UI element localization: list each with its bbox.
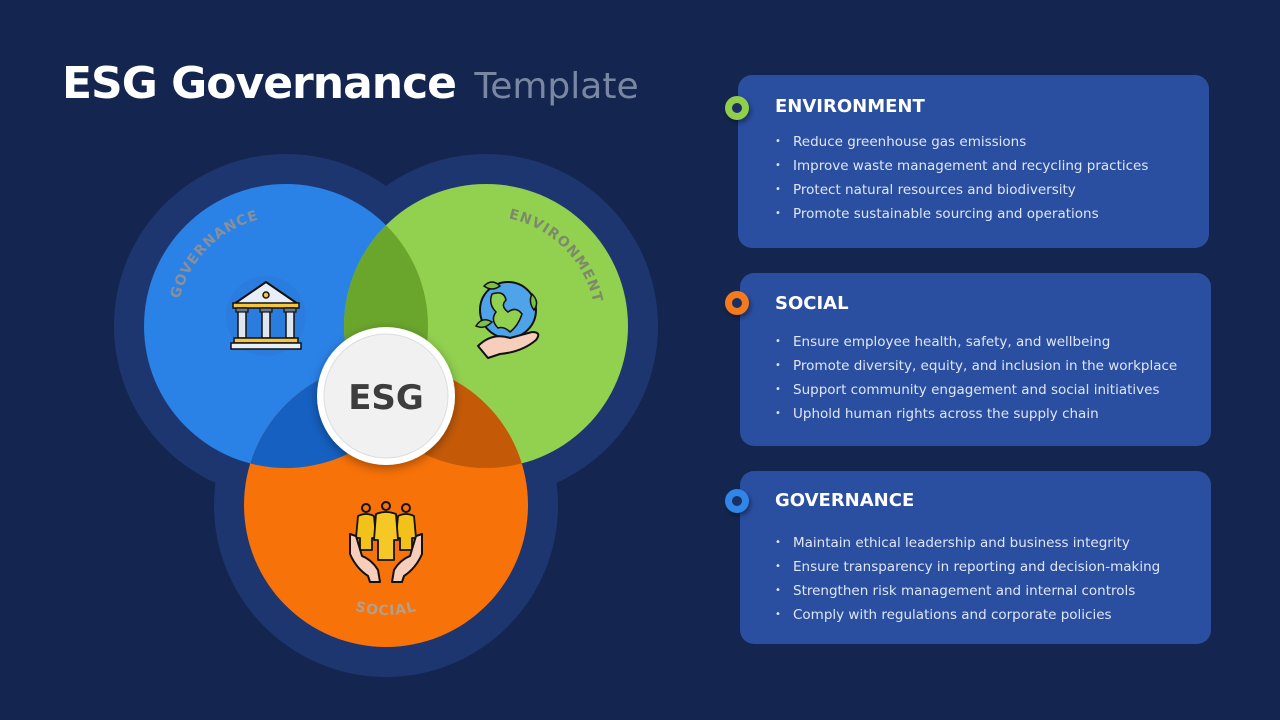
overlap-governance-social xyxy=(244,363,428,468)
list-item: Protect natural resources and biodiversi… xyxy=(775,178,1148,202)
list-item: Improve waste management and recycling p… xyxy=(775,154,1148,178)
governance-list: Maintain ethical leadership and business… xyxy=(775,531,1160,627)
esg-center-label: ESG xyxy=(348,378,424,418)
bank-building-icon xyxy=(226,276,306,356)
list-item: Promote diversity, equity, and inclusion… xyxy=(775,354,1177,378)
list-item: Ensure transparency in reporting and dec… xyxy=(775,555,1160,579)
social-card-title: SOCIAL xyxy=(775,293,849,314)
governance-card: GOVERNANCE Maintain ethical leadership a… xyxy=(725,471,1211,644)
environment-card-title: ENVIRONMENT xyxy=(775,96,925,117)
overlap-environment-social xyxy=(344,363,528,468)
esg-center-badge xyxy=(317,327,455,465)
people-in-hands-icon xyxy=(349,501,423,583)
list-item: Reduce greenhouse gas emissions xyxy=(775,130,1148,154)
list-item: Ensure employee health, safety, and well… xyxy=(775,330,1177,354)
environment-card: ENVIRONMENT Reduce greenhouse gas emissi… xyxy=(725,75,1209,248)
title-sub: Template xyxy=(474,66,639,107)
list-item: Support community engagement and social … xyxy=(775,378,1177,402)
social-card: SOCIAL Ensure employee health, safety, a… xyxy=(725,273,1211,446)
social-marker-icon xyxy=(725,291,749,315)
environment-list: Reduce greenhouse gas emissions Improve … xyxy=(775,130,1148,226)
list-item: Strengthen risk management and internal … xyxy=(775,579,1160,603)
esg-venn-diagram: GOVERNANCE ENVIRONMENT SOCIAL xyxy=(114,154,658,677)
list-item: Maintain ethical leadership and business… xyxy=(775,531,1160,555)
environment-marker-icon xyxy=(725,96,749,120)
page-title: ESG Governance Template xyxy=(62,58,639,109)
list-item: Comply with regulations and corporate po… xyxy=(775,603,1160,627)
governance-card-title: GOVERNANCE xyxy=(775,490,915,511)
social-list: Ensure employee health, safety, and well… xyxy=(775,330,1177,426)
list-item: Promote sustainable sourcing and operati… xyxy=(775,202,1148,226)
social-arc-label: SOCIAL xyxy=(354,599,418,619)
governance-marker-icon xyxy=(725,489,749,513)
list-item: Uphold human rights across the supply ch… xyxy=(775,402,1177,426)
title-main: ESG Governance xyxy=(62,58,457,109)
globe-in-hand-icon xyxy=(474,281,540,359)
